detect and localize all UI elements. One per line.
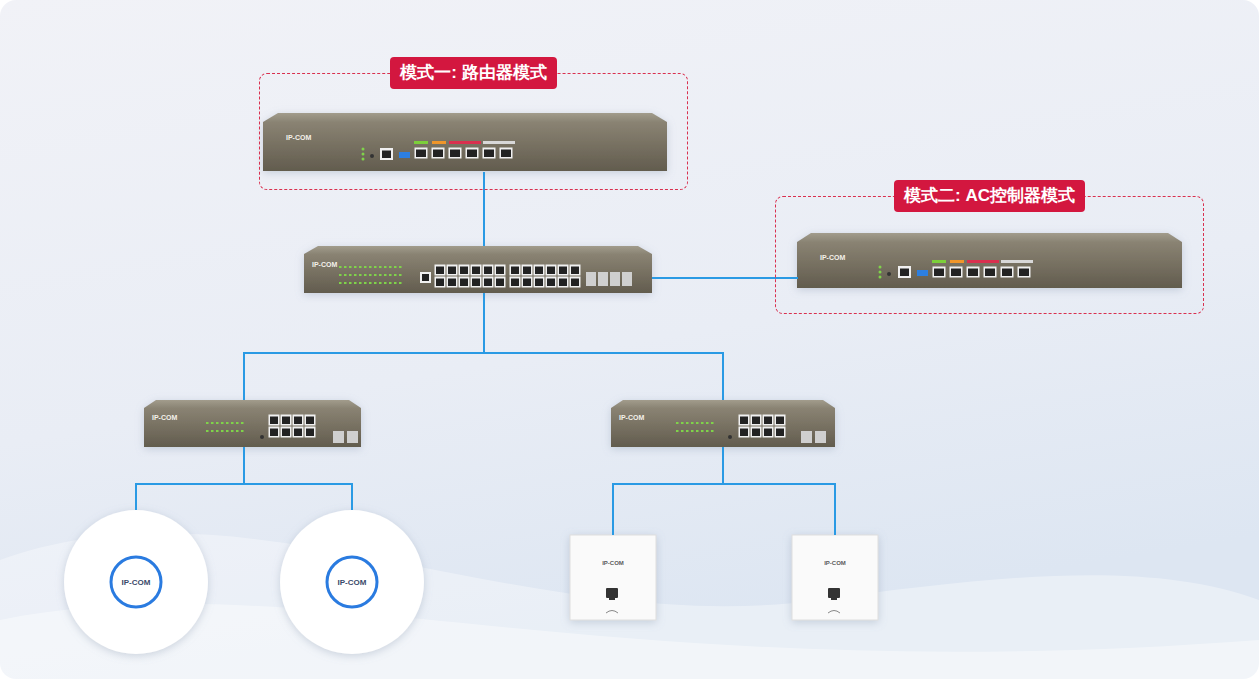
brand-label: IP-COM xyxy=(824,560,846,566)
ceiling-ap: IP-COM xyxy=(64,510,208,654)
network-cable xyxy=(484,293,723,400)
core-switch: IP-COM xyxy=(304,246,652,293)
mode-region: 模式二: AC控制器模式IP-COM xyxy=(775,196,1204,314)
network-cable xyxy=(244,447,352,510)
network-cable xyxy=(652,277,798,279)
brand-label: IP-COM xyxy=(338,578,367,587)
network-cable xyxy=(483,172,485,246)
brand-label: IP-COM xyxy=(602,560,624,566)
network-cable xyxy=(723,447,835,535)
brand-label: IP-COM xyxy=(820,254,1183,262)
poe-switch: IP-COM xyxy=(611,400,835,447)
brand-label: IP-COM xyxy=(619,414,835,422)
brand-label: IP-COM xyxy=(152,414,361,422)
poe-switch: IP-COM xyxy=(144,400,361,447)
network-cable xyxy=(613,447,723,535)
brand-label: IP-COM xyxy=(286,134,668,142)
mode-region: 模式一: 路由器模式IP-COM xyxy=(259,73,688,190)
wall-ap: IP-COM xyxy=(792,535,878,620)
network-cable xyxy=(136,447,244,510)
brand-label: IP-COM xyxy=(312,261,652,269)
wall-ap: IP-COM xyxy=(570,535,656,620)
mode-heading: 模式一: 路由器模式 xyxy=(390,57,556,89)
ceiling-ap: IP-COM xyxy=(280,510,424,654)
mode-heading: 模式二: AC控制器模式 xyxy=(894,180,1085,212)
network-cable xyxy=(244,293,484,400)
router-device: IP-COM xyxy=(264,114,668,172)
brand-label: IP-COM xyxy=(122,578,151,587)
ac-controller-device: IP-COM xyxy=(798,234,1183,289)
